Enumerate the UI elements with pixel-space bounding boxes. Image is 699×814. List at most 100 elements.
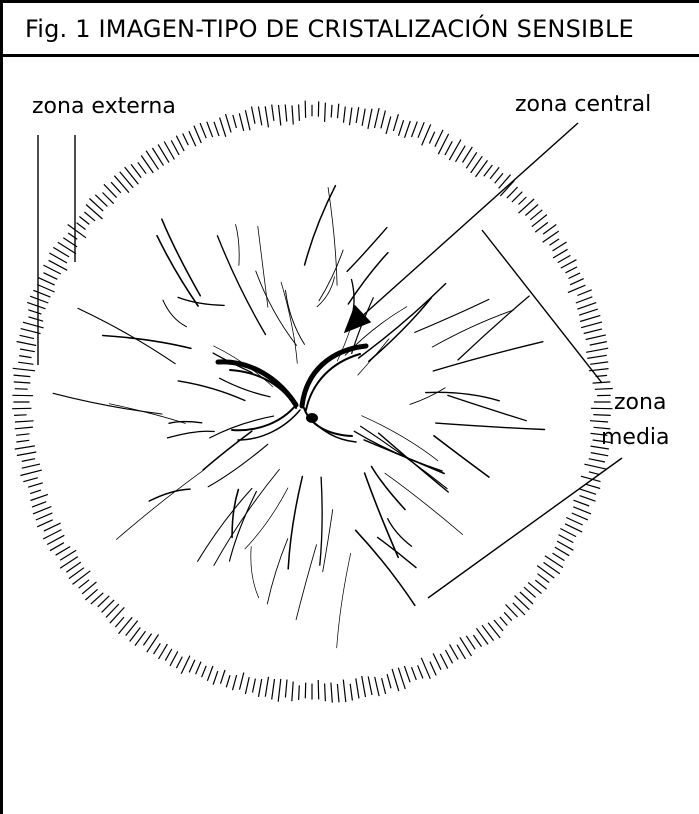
ring-hatch-mark bbox=[114, 176, 129, 193]
ring-hatch-mark bbox=[37, 520, 53, 527]
crystal-needle bbox=[116, 469, 204, 539]
crystal-needle bbox=[296, 545, 316, 620]
ring-hatch-mark bbox=[226, 114, 232, 132]
crystal-needle bbox=[256, 271, 297, 345]
ring-hatch-mark bbox=[120, 172, 134, 188]
ring-hatch-mark bbox=[331, 105, 332, 118]
ring-hatch-mark bbox=[519, 197, 527, 205]
ring-hatch-mark bbox=[559, 535, 574, 543]
crystal-needle bbox=[286, 290, 305, 344]
ring-hatch-mark bbox=[119, 617, 133, 633]
ring-hatch-mark bbox=[375, 677, 379, 696]
ring-hatch-mark bbox=[36, 513, 53, 520]
ring-hatch-mark bbox=[557, 541, 573, 550]
ring-hatch-mark bbox=[43, 265, 60, 274]
crystal-needle bbox=[385, 473, 463, 534]
ring-hatch-mark bbox=[318, 680, 319, 699]
ring-hatch-mark bbox=[171, 140, 179, 155]
ring-hatch-mark bbox=[31, 494, 48, 500]
ring-hatch-mark bbox=[325, 684, 326, 702]
ring-hatch-mark bbox=[500, 617, 508, 626]
ring-hatch-mark bbox=[535, 222, 548, 232]
ring-hatch-mark bbox=[584, 464, 606, 469]
ring-hatch-mark bbox=[16, 440, 29, 442]
ring-hatch-mark bbox=[14, 375, 31, 377]
ring-hatch-mark bbox=[519, 199, 535, 213]
ring-hatch-mark bbox=[404, 666, 410, 682]
ring-hatch-mark bbox=[285, 105, 287, 122]
ring-hatch-mark bbox=[405, 121, 411, 138]
crystal-needle bbox=[214, 470, 279, 566]
ring-hatch-mark bbox=[412, 122, 418, 138]
ring-hatch-mark bbox=[344, 107, 346, 123]
ring-hatch-mark bbox=[56, 547, 71, 556]
ring-hatch-mark bbox=[292, 105, 293, 124]
ring-hatch-mark bbox=[553, 553, 565, 561]
crystal-needle bbox=[288, 477, 302, 569]
ring-hatch-mark bbox=[450, 644, 459, 659]
ring-hatch-mark bbox=[412, 667, 417, 680]
ring-hatch-mark bbox=[110, 607, 125, 623]
ring-hatch-mark bbox=[418, 665, 423, 678]
ring-hatch-mark bbox=[165, 649, 172, 661]
ring-hatch-mark bbox=[17, 342, 37, 346]
ring-hatch-mark bbox=[555, 547, 569, 556]
ring-hatch-mark bbox=[433, 653, 441, 669]
ring-hatch-mark bbox=[79, 217, 89, 225]
ring-hatch-mark bbox=[381, 111, 386, 129]
crystal-needle bbox=[432, 310, 514, 347]
ring-hatch-mark bbox=[538, 574, 550, 583]
ring-hatch-mark bbox=[570, 279, 584, 285]
crystal-needle bbox=[328, 188, 337, 286]
ring-hatch-mark bbox=[550, 239, 560, 245]
label-zona-central: zona central bbox=[515, 92, 651, 117]
ring-hatch-mark bbox=[553, 249, 568, 258]
ring-hatch-mark bbox=[590, 362, 608, 364]
ring-hatch-mark bbox=[240, 673, 244, 690]
ring-hatch-mark bbox=[278, 679, 281, 702]
ring-hatch-mark bbox=[15, 446, 35, 449]
ring-hatch-mark bbox=[440, 654, 448, 669]
crystal-needle bbox=[230, 492, 257, 562]
crystal-needle bbox=[305, 186, 336, 265]
ring-hatch-mark bbox=[220, 118, 226, 137]
ring-hatch-mark bbox=[14, 382, 31, 383]
crystal-needle bbox=[317, 277, 334, 307]
ring-hatch-mark bbox=[44, 523, 61, 531]
ring-hatch-mark bbox=[362, 676, 366, 697]
ring-hatch-mark bbox=[30, 296, 48, 303]
ring-hatch-mark bbox=[73, 571, 91, 585]
ring-hatch-mark bbox=[265, 677, 268, 697]
ring-hatch-mark bbox=[68, 225, 86, 238]
ring-hatch-mark bbox=[20, 470, 41, 475]
ring-hatch-mark bbox=[581, 322, 602, 328]
ring-hatch-mark bbox=[392, 669, 399, 691]
ring-hatch-mark bbox=[15, 389, 28, 390]
ring-hatch-mark bbox=[20, 349, 35, 352]
ring-hatch-mark bbox=[91, 593, 104, 604]
ring-hatch-mark bbox=[20, 335, 34, 338]
ring-hatch-mark bbox=[446, 650, 453, 663]
ring-hatch-mark bbox=[207, 666, 213, 681]
ring-hatch-mark bbox=[272, 679, 275, 700]
media-pointer-lines bbox=[428, 230, 622, 598]
ring-hatch-mark bbox=[589, 459, 605, 462]
ring-hatch-mark bbox=[525, 205, 538, 216]
crystal-needle bbox=[448, 395, 527, 420]
ring-hatch-mark bbox=[591, 453, 608, 456]
ring-hatch-mark bbox=[28, 310, 41, 314]
ring-hatch-mark bbox=[569, 273, 581, 279]
crystal-needle bbox=[436, 423, 545, 429]
ring-hatch-mark bbox=[507, 187, 518, 198]
ring-hatch-mark bbox=[47, 535, 64, 544]
label-zona-externa: zona externa bbox=[32, 94, 176, 119]
ring-hatch-mark bbox=[143, 634, 151, 646]
ring-hatch-mark bbox=[398, 668, 405, 689]
crystal-needle bbox=[347, 228, 387, 272]
crystal-needle bbox=[217, 236, 265, 335]
ring-hatch-mark bbox=[86, 205, 103, 220]
crystal-needle bbox=[245, 488, 288, 549]
ring-hatch-mark bbox=[338, 104, 339, 119]
ring-hatch-mark bbox=[66, 562, 81, 572]
ring-hatch-mark bbox=[53, 247, 69, 257]
